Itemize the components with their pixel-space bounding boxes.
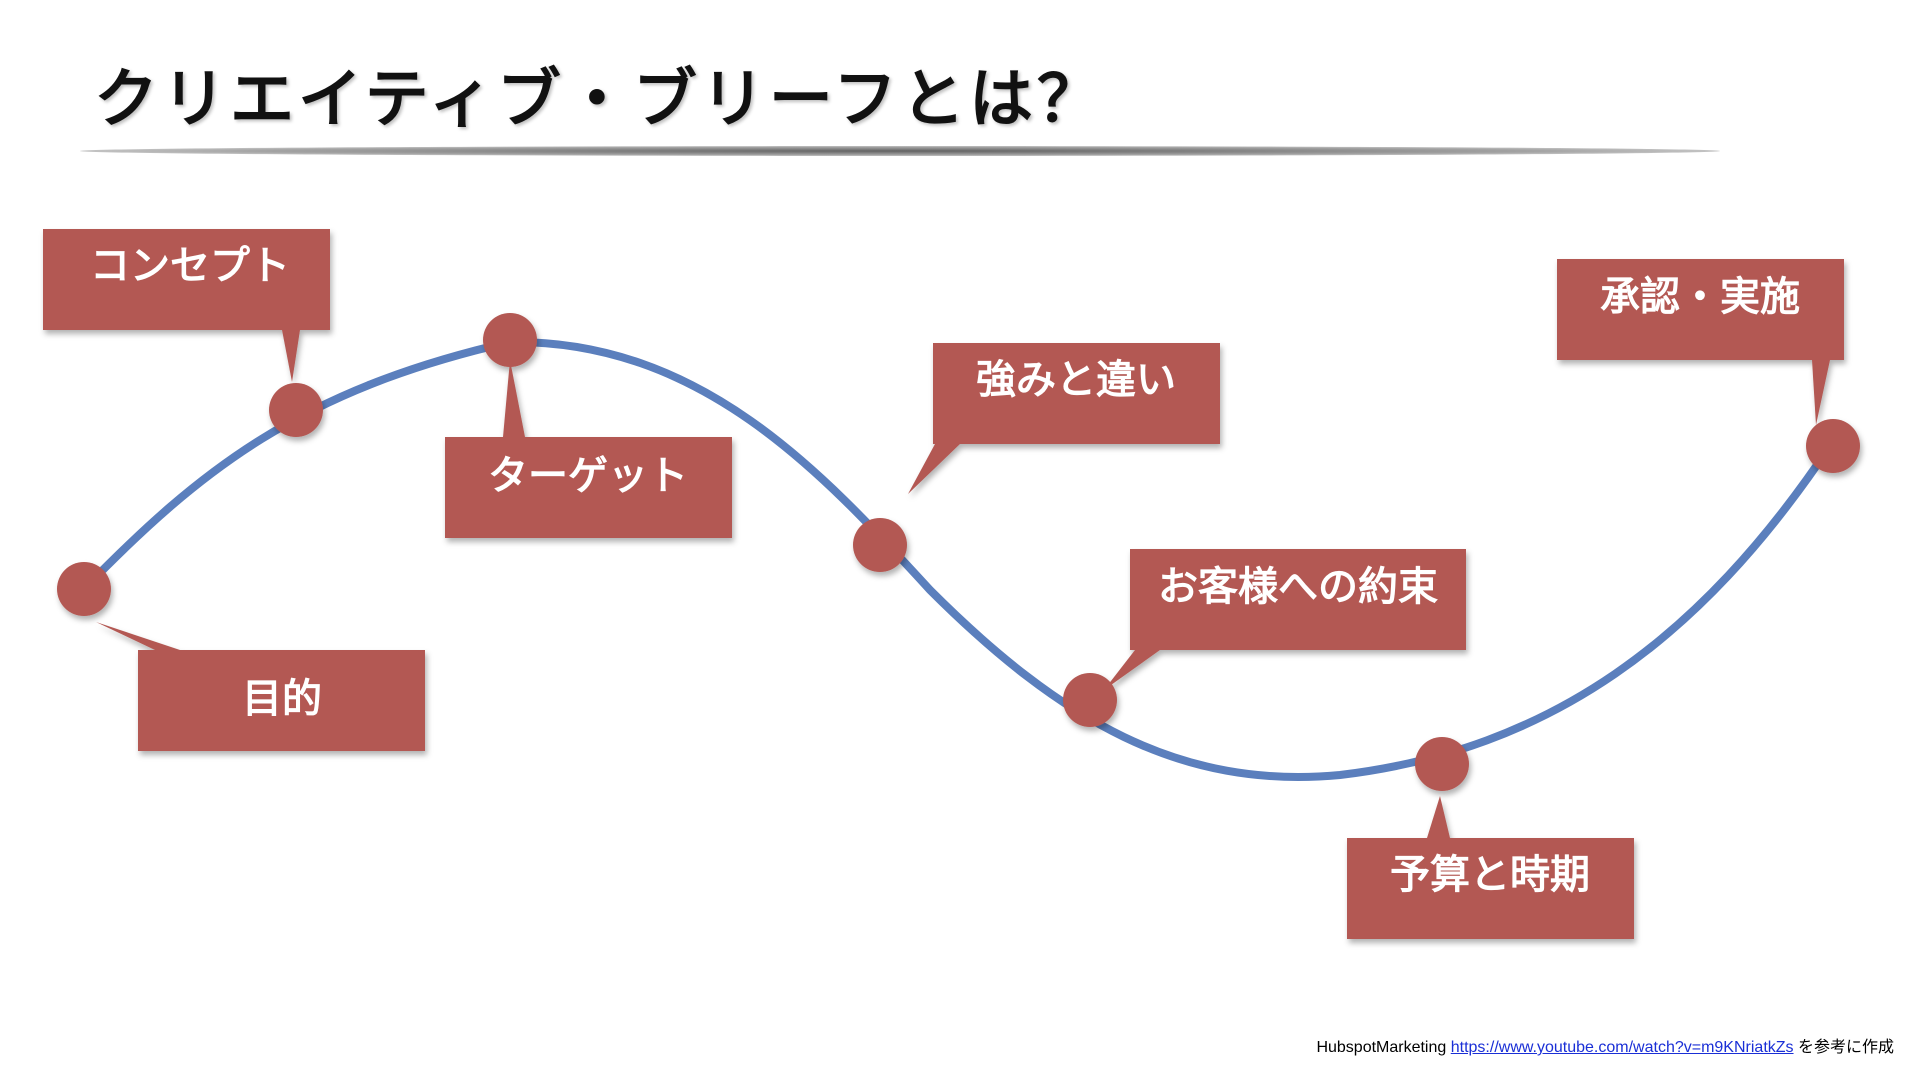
label-box xyxy=(43,229,330,330)
step-label: コンセプト xyxy=(90,243,290,289)
node-marker xyxy=(1063,673,1117,727)
callout-pointer xyxy=(503,360,525,437)
step-label: 承認・実施 xyxy=(1600,274,1800,320)
label-box xyxy=(1347,838,1634,939)
step-promise: お客様への約束 xyxy=(1063,549,1466,727)
source-link[interactable]: https://www.youtube.com/watch?v=m9KNriat… xyxy=(1450,1039,1794,1056)
node-marker xyxy=(853,518,907,572)
callout-pointer xyxy=(1812,360,1830,425)
label-box xyxy=(445,437,732,538)
node-marker xyxy=(269,383,323,437)
node-marker xyxy=(57,562,111,616)
step-strengths: 強みと違い xyxy=(853,343,1220,572)
step-budget: 予算と時期 xyxy=(1347,737,1634,939)
step-purpose: 目的 xyxy=(57,562,425,751)
source-name: HubspotMarketing xyxy=(1316,1039,1447,1056)
source-suffix: を参考に作成 xyxy=(1797,1039,1894,1056)
step-label: お客様への約束 xyxy=(1158,564,1438,610)
node-marker xyxy=(483,313,537,367)
step-concept: コンセプト xyxy=(43,229,330,437)
page-title: クリエイティブ・ブリーフとは？ xyxy=(94,63,1106,137)
label-box xyxy=(1130,549,1466,650)
flow-curve xyxy=(80,337,1834,782)
step-approval: 承認・実施 xyxy=(1557,259,1860,473)
label-box xyxy=(1557,259,1844,360)
label-box xyxy=(138,650,425,751)
step-label: 予算と時期 xyxy=(1390,852,1590,898)
label-box xyxy=(933,343,1220,444)
step-label: ターゲット xyxy=(488,453,688,499)
title-divider xyxy=(80,146,1720,156)
step-label: 目的 xyxy=(242,676,322,722)
callout-pointer xyxy=(1104,650,1160,690)
step-target: ターゲット xyxy=(445,313,732,538)
node-marker xyxy=(1806,419,1860,473)
callout-pointer xyxy=(908,444,960,494)
callout-pointer xyxy=(96,622,180,650)
source-credit: HubspotMarketing https://www.youtube.com… xyxy=(1316,1033,1894,1057)
step-label: 強みと違い xyxy=(976,357,1176,403)
callout-pointer xyxy=(1427,796,1450,838)
callout-pointer xyxy=(282,330,300,382)
node-marker xyxy=(1415,737,1469,791)
